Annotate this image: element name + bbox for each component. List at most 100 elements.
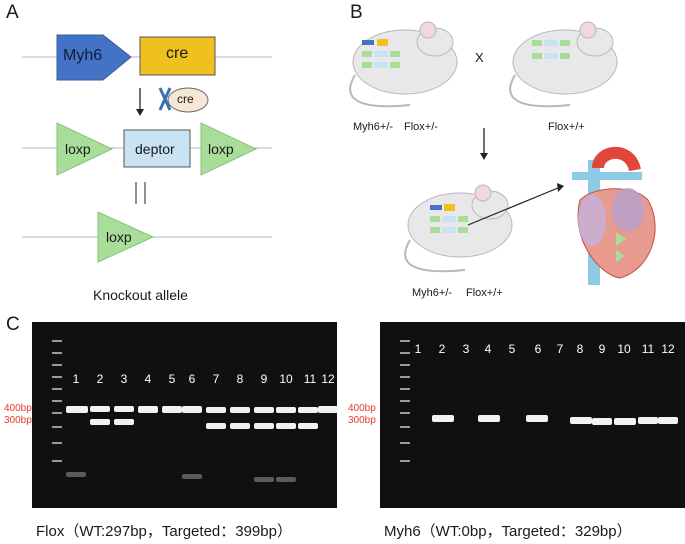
ladder-band	[52, 460, 62, 462]
lane-label: 11	[641, 342, 655, 356]
offspring-genotype-myh6: Myh6+/-	[412, 287, 453, 299]
knockout-allele-caption: Knockout allele	[93, 287, 188, 303]
flox-gel-caption: Flox（WT:297bp，Targeted：399bp）	[36, 523, 292, 540]
ladder-band	[400, 426, 410, 428]
gel-band	[254, 423, 274, 429]
lane-label: 3	[120, 372, 128, 386]
gel-band	[658, 417, 678, 424]
panel-label-c: C	[6, 314, 20, 335]
gel-band	[592, 418, 612, 425]
myh6-promoter-arrow	[56, 34, 132, 81]
gel-band	[138, 406, 158, 413]
gel-band	[230, 407, 250, 413]
lane-label: 2	[96, 372, 104, 386]
cre-label: cre	[166, 45, 189, 62]
parent1-genotype-myh6: Myh6+/-	[353, 121, 394, 133]
ladder-band	[52, 400, 62, 402]
cre-enzyme-label: cre	[177, 92, 194, 106]
ladder-band	[52, 352, 62, 354]
gel-band	[638, 417, 658, 424]
myh6-gel-image: 1 2 3 4 5 6 7 8 9 10 11 12	[380, 322, 685, 508]
loxp-left-label: loxp	[65, 141, 91, 157]
mouse-icon	[509, 21, 618, 108]
gel-band	[298, 423, 318, 429]
lane-label: 4	[144, 372, 152, 386]
lane-label: 3	[462, 342, 470, 356]
cross-symbol: X	[475, 50, 484, 65]
gel-band	[182, 474, 202, 479]
ladder-band	[400, 400, 410, 402]
gel-band	[254, 477, 274, 482]
lane-label: 6	[534, 342, 542, 356]
gel-band	[614, 418, 636, 425]
panel-label-b: B	[350, 2, 363, 23]
lane-label: 7	[556, 342, 564, 356]
lane-label: 7	[212, 372, 220, 386]
gel-band	[66, 406, 88, 413]
gel-band	[66, 472, 86, 477]
ladder-band	[400, 376, 410, 378]
marker-300bp-right: 300bp	[348, 415, 376, 426]
ladder-band	[400, 340, 410, 342]
gel-band	[90, 406, 110, 412]
myh6-label: Myh6	[63, 47, 103, 64]
gel-band	[276, 423, 296, 429]
ladder-band	[52, 340, 62, 342]
gel-band	[162, 406, 182, 413]
lane-label: 1	[414, 342, 422, 356]
lane-label: 4	[484, 342, 492, 356]
gel-band	[114, 419, 134, 425]
deptor-gene-box	[123, 129, 191, 168]
ladder-band	[52, 388, 62, 390]
gel-band	[90, 419, 110, 425]
lane-label: 6	[188, 372, 196, 386]
parent1-genotype-flox: Flox+/-	[404, 121, 438, 133]
ladder-band	[52, 364, 62, 366]
ladder-band	[52, 376, 62, 378]
marker-400bp-right: 400bp	[348, 403, 376, 414]
gel-band	[478, 415, 500, 422]
ladder-band	[400, 388, 410, 390]
cre-gene-box	[139, 36, 216, 76]
gel-band	[432, 415, 454, 422]
lane-label: 9	[260, 372, 268, 386]
heart-icon	[572, 146, 656, 285]
ladder-band	[400, 364, 410, 366]
ladder-band	[400, 460, 410, 462]
gel-band	[276, 407, 296, 413]
lane-label: 2	[438, 342, 446, 356]
gel-band	[570, 417, 592, 424]
lane-label: 1	[72, 372, 80, 386]
gel-band	[114, 406, 134, 412]
ladder-band	[52, 442, 62, 444]
ladder-band	[400, 442, 410, 444]
gel-band	[254, 407, 274, 413]
myh6-gel-caption: Myh6（WT:0bp，Targeted：329bp）	[384, 523, 632, 540]
gel-band	[206, 407, 226, 413]
ladder-band	[52, 412, 62, 414]
gel-band	[182, 406, 202, 413]
loxp-right-label: loxp	[208, 141, 234, 157]
gel-band	[230, 423, 250, 429]
mouse-icon	[404, 184, 513, 273]
parent2-genotype-flox: Flox+/+	[548, 121, 585, 133]
lane-label: 10	[617, 342, 631, 356]
gel-band	[298, 407, 318, 413]
loxp-bottom-label: loxp	[106, 229, 132, 245]
mouse-icon	[349, 21, 458, 108]
ladder-band	[52, 426, 62, 428]
lane-label: 5	[508, 342, 516, 356]
lane-label: 10	[279, 372, 293, 386]
ladder-band	[400, 412, 410, 414]
gel-band	[526, 415, 548, 422]
flox-gel-image: 1 2 3 4 5 6 7 8 9 10 11 12	[32, 322, 338, 508]
gel-band	[318, 406, 338, 413]
ladder-band	[400, 352, 410, 354]
loxp-left-triangle	[56, 122, 114, 176]
lane-label: 12	[321, 372, 335, 386]
breeding-scheme-illustration	[349, 21, 656, 285]
offspring-genotype-flox: Flox+/+	[466, 287, 503, 299]
lane-label: 5	[168, 372, 176, 386]
gel-band	[206, 423, 226, 429]
panel-label-a: A	[6, 2, 19, 23]
